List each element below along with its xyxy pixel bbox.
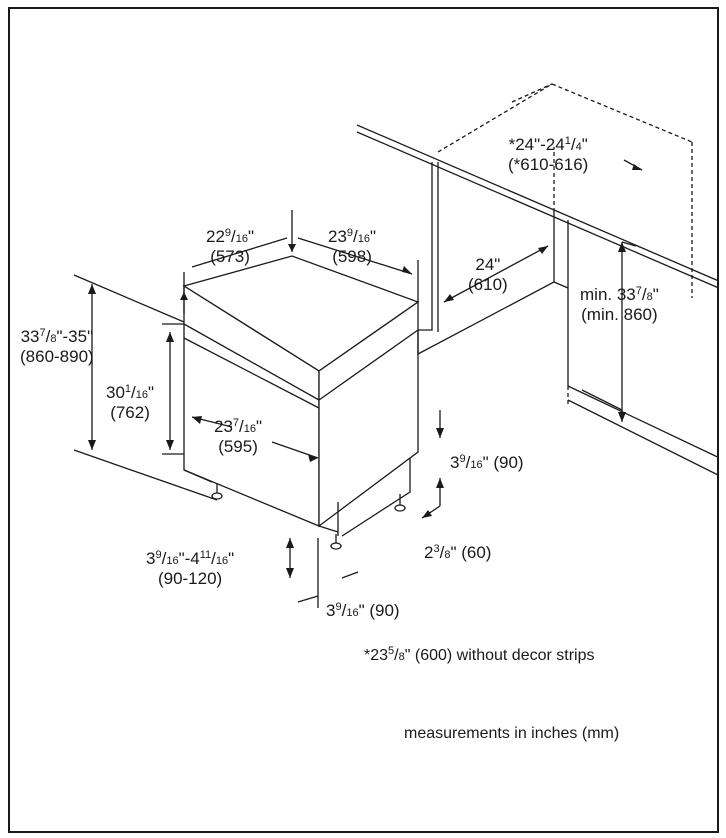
units-note: measurements in inches (mm) xyxy=(404,725,620,742)
niche-dashed xyxy=(437,83,693,406)
inner-width-label: 237/16" (595) xyxy=(214,417,263,456)
kick-bottom-label: 39/16" (90) xyxy=(326,601,400,620)
cabinet-niche xyxy=(356,124,717,476)
dishwasher-body xyxy=(182,255,420,550)
decor-note: *235/8" (600) without decor strips xyxy=(364,645,595,664)
kick-side-label: 23/8" (60) xyxy=(424,543,492,562)
niche-height-label: min. 337/8" (min. 860) xyxy=(580,285,659,324)
width-label: 239/16" (598) xyxy=(328,227,377,266)
depth-label: 229/16" (573) xyxy=(206,227,255,266)
legs-label: 39/16"-411/16" (90-120) xyxy=(146,549,235,588)
body-height-label: 301/16" (762) xyxy=(106,383,155,422)
arrowheads xyxy=(88,164,642,578)
overall-height-label: 337/8"-35" (860-890) xyxy=(20,327,94,366)
niche-width-label: *24"-241/4" (*610-616) xyxy=(508,135,589,174)
diagram-frame: 229/16" (573) 239/16" (598) 337/8"-35" (… xyxy=(8,7,719,833)
dishwasher-drawing xyxy=(73,83,717,608)
kick-top-label: 39/16" (90) xyxy=(450,453,524,472)
niche-depth-label: 24" (610) xyxy=(468,255,508,294)
